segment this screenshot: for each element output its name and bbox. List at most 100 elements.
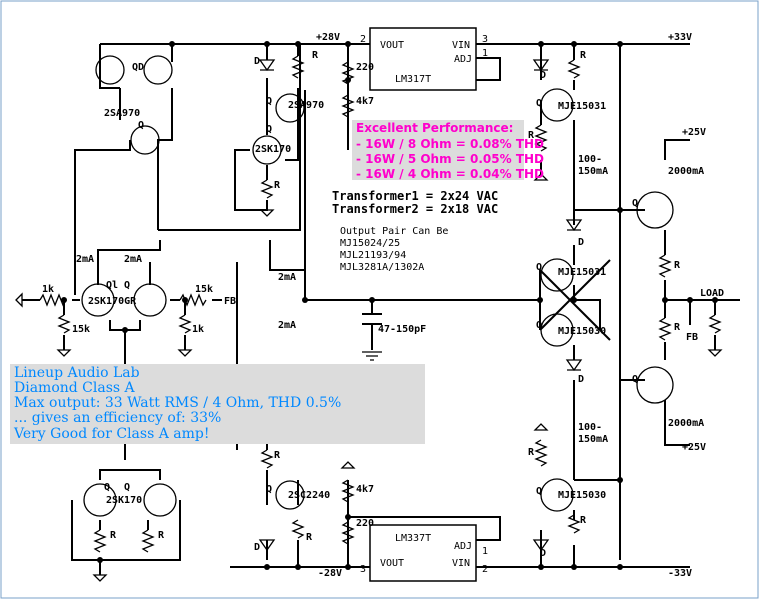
label-bias-top-1: 100- bbox=[578, 154, 602, 165]
label-2sk170-bottom: 2SK170 bbox=[106, 495, 142, 506]
rail-neg33: -33V bbox=[668, 568, 692, 579]
label-r-5: R bbox=[674, 260, 681, 271]
lm337-vout-label: VOUT bbox=[380, 558, 404, 569]
label-2000ma-top: 2000mA bbox=[668, 166, 704, 177]
label-q-10: Q bbox=[536, 320, 542, 331]
label-fb-input: FB bbox=[224, 296, 236, 307]
rail-pos28: +28V bbox=[316, 32, 340, 43]
label-2sc2240: 2SC2240 bbox=[288, 490, 330, 501]
label-q-5: Q bbox=[104, 482, 110, 493]
label-q-4: Q bbox=[124, 280, 130, 291]
label-r-7: R bbox=[110, 530, 117, 541]
output-pair-option-2: MJL21193/94 bbox=[340, 250, 406, 261]
performance-line-2: - 16W / 5 Ohm = 0.05% THD bbox=[356, 152, 544, 166]
info-line-1: Lineup Audio Lab bbox=[14, 365, 140, 381]
label-bias-top-2: 150mA bbox=[578, 166, 608, 177]
label-q-3: Q bbox=[266, 124, 272, 135]
label-4k7-top: 4k7 bbox=[356, 96, 374, 107]
lm317-adj-label: ADJ bbox=[454, 54, 472, 65]
lm337-pin-in: 2 bbox=[482, 564, 488, 575]
label-15k-fb: 15k bbox=[195, 284, 213, 295]
label-ql: Ql bbox=[106, 280, 118, 291]
label-2ma-3: 2mA bbox=[278, 272, 296, 283]
current-labels: 2mA 2mA 2mA 2mA 100- 150mA 100- 150mA 20… bbox=[76, 154, 704, 445]
label-q-11: Q bbox=[536, 486, 542, 497]
label-bias-bot-1: 100- bbox=[578, 422, 602, 433]
label-q-12: Q bbox=[632, 198, 638, 209]
info-line-4: ... gives an efficiency of: 33% bbox=[14, 410, 221, 426]
label-2ma-1: 2mA bbox=[76, 254, 94, 265]
label-d-1: D bbox=[254, 56, 260, 67]
performance-line-3: - 16W / 4 Ohm = 0.04% THD bbox=[356, 167, 544, 181]
lm317-pin-adj: 1 bbox=[482, 48, 488, 59]
label-r-4: R bbox=[580, 50, 587, 61]
label-bias-bot-2: 150mA bbox=[578, 434, 608, 445]
label-2sk170-top: 2SK170 bbox=[255, 144, 291, 155]
output-pair-option-3: MJL3281A/1302A bbox=[340, 262, 424, 273]
label-r-10: R bbox=[306, 532, 313, 543]
label-load: LOAD bbox=[700, 288, 724, 299]
label-d-4: D bbox=[578, 374, 584, 385]
lm337-adj-label: ADJ bbox=[454, 541, 472, 552]
diodes bbox=[258, 59, 583, 552]
label-d-3: D bbox=[578, 237, 584, 248]
transformer-1: Transformer1 = 2x24 VAC bbox=[332, 189, 498, 203]
output-pair-title: Output Pair Can Be bbox=[340, 226, 448, 237]
performance-title: Excellent Performance: bbox=[356, 121, 513, 135]
info-line-2: Diamond Class A bbox=[14, 380, 136, 396]
label-2ma-4: 2mA bbox=[278, 320, 296, 331]
junction-dots bbox=[61, 41, 718, 570]
label-d-6: D bbox=[540, 548, 546, 559]
lm317-vin-label: VIN bbox=[452, 40, 470, 51]
label-d-5: D bbox=[254, 542, 260, 553]
label-r-12: R bbox=[580, 515, 587, 526]
rail-neg28: -28V bbox=[318, 568, 342, 579]
label-mje15031-top: MJE15031 bbox=[558, 101, 606, 112]
label-r-11: R bbox=[528, 447, 535, 458]
label-d-2: D bbox=[540, 70, 546, 81]
lm337-pin-out: 3 bbox=[360, 564, 366, 575]
misc-labels: FB FB LOAD 47-150pF bbox=[224, 288, 724, 343]
label-qd: QD bbox=[132, 62, 144, 73]
rail-pos33: +33V bbox=[668, 32, 692, 43]
lm317-regulator: VOUT VIN ADJ LM317T 2 3 1 bbox=[360, 27, 488, 91]
rail-labels: +28V -28V +33V -33V +25V +25V bbox=[316, 32, 706, 579]
transformer-notes: Transformer1 = 2x24 VAC Transformer2 = 2… bbox=[332, 189, 498, 216]
label-q-7: Q bbox=[266, 484, 272, 495]
label-r-6: R bbox=[674, 322, 681, 333]
label-1k-right: 1k bbox=[192, 324, 204, 335]
label-mje15031-mid: MJE15031 bbox=[558, 267, 606, 278]
rail-pos25-bottom: +25V bbox=[682, 442, 706, 453]
performance-line-1: - 16W / 8 Ohm = 0.08% THD bbox=[356, 137, 544, 151]
label-2sk170gr: 2SK170GR bbox=[88, 296, 137, 307]
lm317-vout-label: VOUT bbox=[380, 40, 404, 51]
label-220-bottom: 220 bbox=[356, 518, 374, 529]
grounds bbox=[15, 173, 723, 582]
label-15k-left: 15k bbox=[72, 324, 90, 335]
label-2000ma-bottom: 2000mA bbox=[668, 418, 704, 429]
label-capacitor: 47-150pF bbox=[378, 324, 426, 335]
transistor-labels: QD 2SA970 2SA970 2SK170 2SK170GR 2SK170 … bbox=[88, 56, 638, 559]
lm317-pin-out: 2 bbox=[360, 34, 366, 45]
capacitor-47-150pf bbox=[362, 313, 382, 361]
label-mje15030-mid: MJE15030 bbox=[558, 326, 606, 337]
lm317-name: LM317T bbox=[395, 74, 431, 85]
output-pair-note: Output Pair Can Be MJ15024/25 MJL21193/9… bbox=[340, 226, 448, 273]
label-220-top: 220 bbox=[356, 62, 374, 73]
lm337-vin-label: VIN bbox=[452, 558, 470, 569]
label-2ma-2: 2mA bbox=[124, 254, 142, 265]
performance-panel: Excellent Performance: - 16W / 8 Ohm = 0… bbox=[352, 120, 544, 181]
label-q-9: Q bbox=[536, 262, 542, 273]
label-q-6: Q bbox=[124, 482, 130, 493]
lm317-pin-in: 3 bbox=[482, 34, 488, 45]
info-panel: Lineup Audio Lab Diamond Class A Max out… bbox=[10, 364, 425, 444]
label-fb-output: FB bbox=[686, 332, 698, 343]
resistor-labels: 220 4k7 220 4k7 1k 15k 15k 1k R R R R R … bbox=[42, 50, 681, 543]
transistor-symbols bbox=[81, 55, 674, 517]
label-mje15030-bottom: MJE15030 bbox=[558, 490, 606, 501]
label-2sa970-right: 2SA970 bbox=[288, 100, 324, 111]
label-r-3: R bbox=[528, 130, 535, 141]
